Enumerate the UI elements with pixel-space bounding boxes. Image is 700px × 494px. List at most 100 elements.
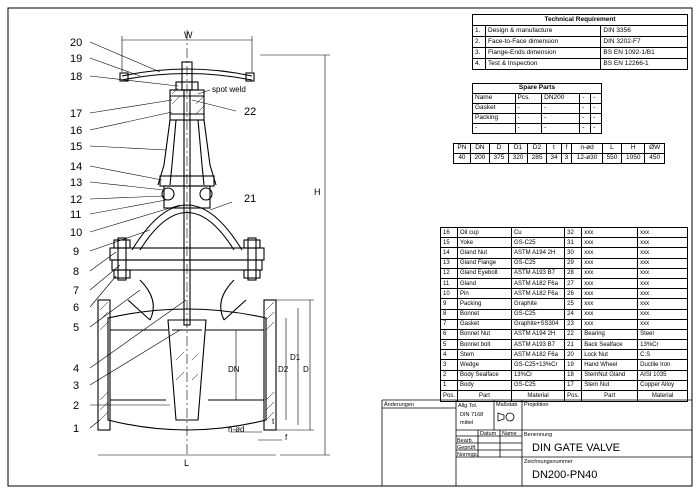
parts-cell: Yoke [457,237,512,249]
parts-cell: Steel [637,328,688,341]
leader-lines [89,41,237,429]
dim-H: H [314,187,321,197]
parts-cell: GS-C25 [510,257,566,269]
parts-cell: Bonnet bolt [457,339,512,351]
parts-cell: Gland [457,277,512,290]
parts-cell: 26 [564,288,583,300]
parts-cell: GS-C25 [510,379,566,392]
parts-cell: xxx [581,277,639,290]
parts-cell: 19 [564,359,583,371]
dims-value-cell: 40 [453,153,471,164]
parts-cell: Pin [457,288,512,300]
parts-cell: ASTM A193 B7 [510,267,566,279]
parts-cell: 20 [564,349,583,361]
table-row: ----- [472,123,602,134]
parts-cell: ASTM A194 2H [510,247,566,259]
parts-cell: Lock Nut [581,349,639,361]
parts-cell: 13 [439,257,459,269]
parts-cell: GS-C25+13%Cr [510,359,566,371]
technical-requirement-table: Technical Requirement 1.Design & manufac… [472,14,688,70]
tech-title: Technical Requirement [472,14,688,26]
dims-header-cell: ØW [644,143,665,154]
parts-cell: xxx [637,257,688,269]
parts-cell: 6 [439,328,459,341]
balloon-1: 1 [73,423,79,435]
parts-cell: Cu [510,226,566,239]
balloon-15: 15 [70,141,82,153]
dims-header-cell: D [488,143,509,154]
dims-value-cell: 12-ø30 [571,153,603,164]
balloon-16: 16 [70,125,82,137]
dims-header-cell: PN [453,143,471,154]
parts-cell: Ductile Iron [637,359,688,371]
dims-header-cell: D1 [507,143,529,154]
dim-L: L [184,458,189,468]
parts-cell: Oil cup [457,226,512,239]
parts-cell: ASTM A193 B7 [510,339,566,351]
parts-cell: xxx [637,298,688,310]
parts-cell: xxx [637,318,688,330]
balloon-4: 4 [73,363,79,375]
balloon-21: 21 [244,193,256,205]
parts-cell: Gland Flange [457,257,512,269]
parts-cell: 18 [564,369,583,381]
parts-cell: ASTM A182 F6a [510,349,566,361]
balloon-labels: 20 19 18 17 16 15 14 13 12 11 10 9 8 7 6… [70,37,256,435]
parts-cell: xxx [637,308,688,320]
parts-cell: Stem Nut [581,379,639,392]
parts-cell: 23 [564,318,583,330]
parts-cell: xxx [581,308,639,320]
parts-cell: Body [457,379,512,392]
parts-cell: Bearing [581,328,639,341]
parts-cell: 29 [564,257,583,269]
parts-cell: xxx [581,257,639,269]
sheet-frame [7,7,693,487]
parts-cell: xxx [581,267,639,279]
balloon-9: 9 [73,246,79,258]
balloon-5: 5 [73,322,79,334]
parts-cell: StemNut Gland [581,369,639,381]
parts-cell: AISI 1035 [637,369,688,381]
parts-cell: Body Sealface [457,369,512,381]
dims-value-cell: 200 [469,153,490,164]
dims-header-cell: n-ød [571,143,603,154]
parts-cell: xxx [581,298,639,310]
parts-cell: 15 [439,237,459,249]
parts-cell: Gasket [457,318,512,330]
parts-cell: Bonnet [457,308,512,320]
dims-value-cell: 320 [507,153,529,164]
dims-header-cell: f [560,143,573,154]
dimension-lines [98,36,330,456]
parts-cell: Gland Eyebolt [457,267,512,279]
balloon-11: 11 [70,209,81,221]
dims-header-cell: H [621,143,646,154]
parts-cell: 9 [439,298,459,310]
parts-cell: Packing [457,298,512,310]
parts-cell: 21 [564,339,583,351]
parts-cell: 10 [439,288,459,300]
balloon-22: 22 [244,106,256,118]
parts-cell: 32 [564,226,583,239]
parts-cell: xxx [581,247,639,259]
parts-cell: xxx [581,288,639,300]
parts-cell: 3 [439,359,459,371]
dim-W: W [184,30,193,40]
dims-header-cell: DN [469,143,490,154]
